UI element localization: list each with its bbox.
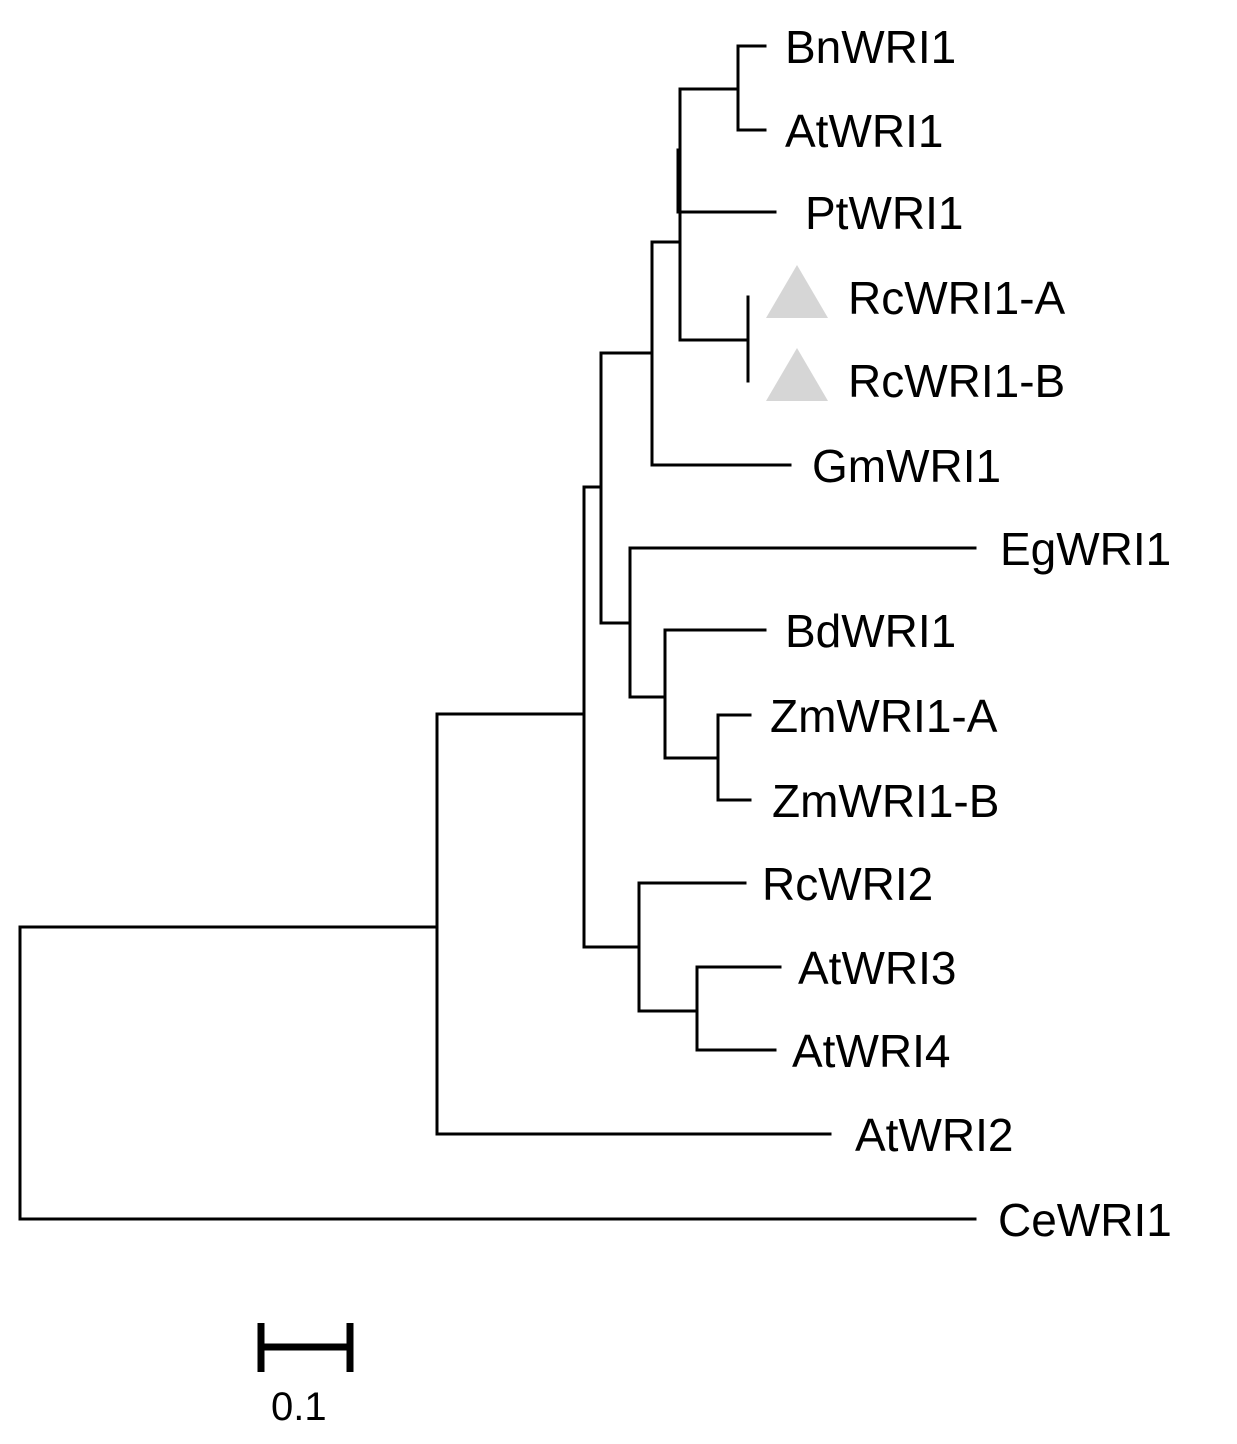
branch-node-c [599, 351, 654, 625]
scale-bar-label: 0.1 [271, 1385, 327, 1429]
branch-node-f [678, 87, 750, 342]
branch-node-k [716, 713, 752, 802]
branch-node-b [582, 485, 641, 949]
leaf-label-atwri1: AtWRI1 [785, 105, 943, 157]
leaf-label-zmwri1-a: ZmWRI1-A [770, 690, 998, 742]
branch-node-m [695, 965, 782, 1052]
branch-node-g [736, 44, 767, 132]
leaf-label-egwri1: EgWRI1 [1000, 523, 1171, 575]
leaf-label-rcwri2: RcWRI2 [762, 858, 933, 910]
branch-node-a [435, 712, 832, 1136]
branch-node-j [663, 628, 767, 760]
leaf-label-gmwri1: GmWRI1 [812, 440, 1001, 492]
tree-branches [18, 44, 977, 1221]
triangle-marker-rcwri1-a [766, 265, 828, 318]
branch-node-i [628, 546, 977, 699]
leaf-label-atwri3: AtWRI3 [798, 942, 956, 994]
leaf-label-atwri2: AtWRI2 [855, 1109, 1013, 1161]
leaf-label-zmwri1-b: ZmWRI1-B [772, 775, 999, 827]
highlight-markers [766, 265, 828, 401]
leaf-label-atwri4: AtWRI4 [792, 1025, 950, 1077]
branch-node-d [650, 240, 792, 467]
branch-root [18, 925, 977, 1221]
tip-labels: BnWRI1 AtWRI1 PtWRI1 RcWRI1-A RcWRI1-B G… [762, 21, 1172, 1246]
leaf-label-rcwri1-b: RcWRI1-B [848, 355, 1065, 407]
branch-node-l [637, 881, 747, 1013]
leaf-label-ptwri1: PtWRI1 [805, 187, 963, 239]
scale-bar-line [257, 1323, 354, 1372]
leaf-label-bdwri1: BdWRI1 [785, 605, 956, 657]
leaf-label-rcwri1-a: RcWRI1-A [848, 272, 1066, 324]
scale-bar: 0.1 [257, 1323, 354, 1429]
branch-node-e [676, 148, 777, 214]
leaf-label-cewri1: CeWRI1 [998, 1194, 1172, 1246]
leaf-label-bnwri1: BnWRI1 [785, 21, 956, 73]
triangle-marker-rcwri1-b [766, 348, 828, 401]
